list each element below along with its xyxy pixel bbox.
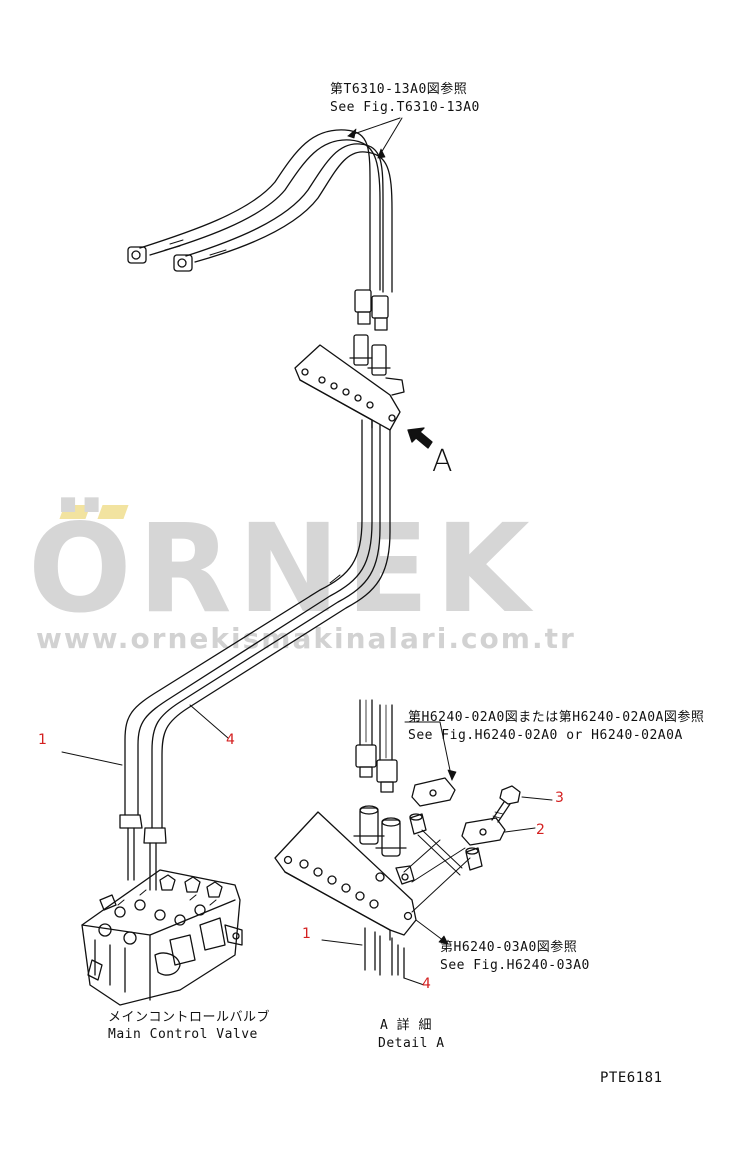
watermark-url: www.ornekismakinalari.com.tr	[36, 622, 576, 655]
detail-a-hoses	[355, 699, 457, 793]
upper-bracket	[294, 334, 433, 449]
main-control-valve	[81, 869, 243, 1006]
ref-mid-en: See Fig.H6240-02A0 or H6240-02A0A	[408, 728, 683, 743]
callout-4-detail: 4	[422, 976, 431, 992]
caption-detail-en: Detail A	[378, 1036, 445, 1051]
ref-low-jp: 第H6240-03A0図参照	[440, 940, 578, 955]
drawing-code: PTE6181	[600, 1070, 663, 1086]
view-letter-a: A	[432, 444, 453, 479]
callout-1-main: 1	[38, 732, 47, 748]
callout-2: 2	[536, 822, 545, 838]
caption-valve-jp: メインコントロールバルブ	[108, 1010, 271, 1025]
callout-4-main: 4	[226, 732, 235, 748]
detail-a-clamps-and-bolt	[409, 777, 553, 876]
ref-top-en: See Fig.T6310-13A0	[330, 100, 480, 115]
upper-hose-assembly	[127, 117, 403, 331]
callout-3: 3	[555, 790, 564, 806]
caption-valve-en: Main Control Valve	[108, 1027, 258, 1042]
pipes-1-and-4	[61, 419, 391, 891]
detail-a-bracket	[274, 805, 471, 986]
caption-detail-jp: A 詳 細	[380, 1018, 432, 1033]
ref-low-en: See Fig.H6240-03A0	[440, 958, 590, 973]
callout-1-detail: 1	[302, 926, 311, 942]
ref-mid-jp: 第H6240-02A0図または第H6240-02A0A図参照	[408, 710, 705, 725]
ref-top-jp: 第T6310-13A0図参照	[330, 82, 468, 97]
